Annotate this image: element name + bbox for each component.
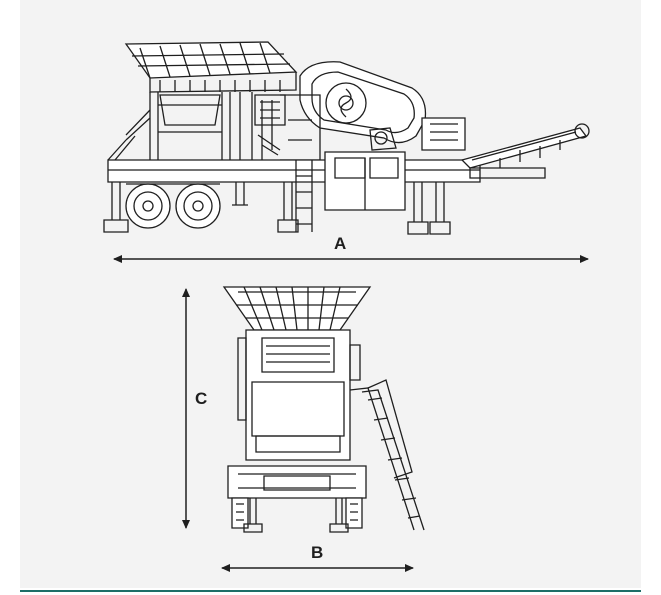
side-view-drawing bbox=[103, 41, 590, 235]
accent-rule bbox=[20, 590, 641, 592]
dimension-b: B bbox=[221, 543, 414, 572]
dimension-label-b: B bbox=[311, 543, 323, 562]
front-axle bbox=[227, 465, 367, 533]
dimension-a: A bbox=[113, 234, 589, 263]
support-legs bbox=[103, 160, 451, 235]
wheels bbox=[125, 183, 221, 229]
discharge-conveyor bbox=[460, 123, 590, 179]
drive-unit bbox=[421, 117, 466, 151]
dimension-label-a: A bbox=[334, 234, 346, 253]
access-ladder bbox=[349, 379, 425, 531]
dimension-label-c: C bbox=[195, 389, 207, 408]
front-body bbox=[237, 329, 361, 461]
hopper-frame bbox=[125, 92, 286, 160]
jaw-crusher bbox=[299, 61, 427, 151]
feed-hopper bbox=[124, 41, 298, 93]
control-box bbox=[324, 151, 406, 211]
dimension-c: C bbox=[182, 288, 207, 529]
front-view-drawing bbox=[222, 286, 425, 533]
front-hopper bbox=[222, 286, 372, 331]
